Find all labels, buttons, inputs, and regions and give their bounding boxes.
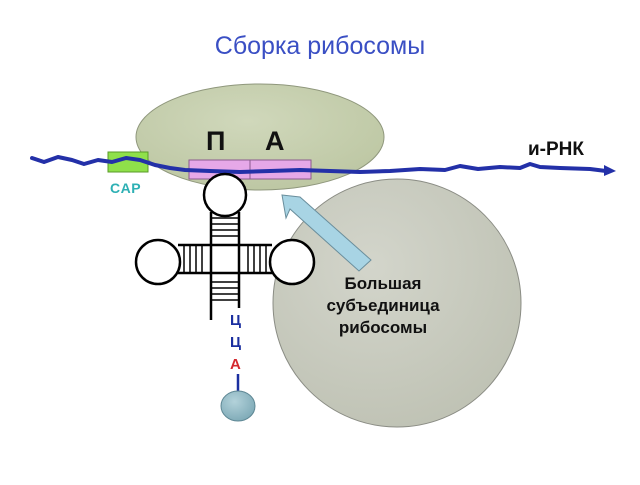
trna-junction [209,243,241,275]
mrna-label: и-РНК [528,139,584,160]
mrna-strand [30,155,608,174]
mrna-arrowhead [604,165,616,176]
trna-anticodon-loop [202,172,248,218]
large-subunit-label: Большая субъединица рибосомы [326,274,440,337]
cca-c2-label: Ц [230,334,241,351]
p-site-label: П [206,126,226,156]
a-site-label: А [265,126,285,156]
trna-left-loop [134,238,182,286]
page-title: Сборка рибосомы [214,32,426,60]
trna-cloverleaf [134,172,316,320]
amino-acid [220,390,256,422]
assembly-arrow [281,194,372,272]
cap-label: CAP [110,180,142,196]
trna-right-loop [268,238,316,286]
trna-base-pairs [183,217,267,301]
cca-a-label: А [230,356,241,373]
cca-c1-label: Ц [230,312,241,329]
